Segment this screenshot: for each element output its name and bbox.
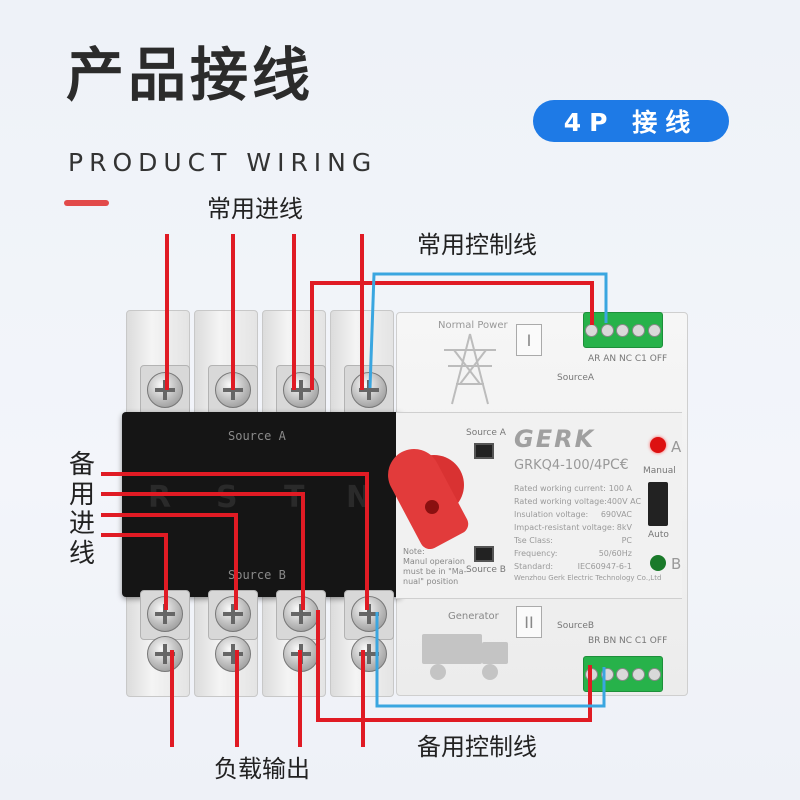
- backup-inlet-wire-s: [101, 513, 238, 610]
- spec-row: Rated working current:100 A: [514, 484, 632, 493]
- ce-mark: C€: [610, 457, 629, 473]
- backup-control-wire-red: [316, 610, 592, 722]
- model-number: GRKQ4-100/4P: [514, 458, 611, 473]
- screw-terminal[interactable]: [215, 636, 251, 672]
- auto-label: Auto: [648, 530, 669, 540]
- manual-label: Manual: [643, 466, 676, 476]
- page-title: 产品接线: [66, 41, 315, 109]
- knob-center: [425, 500, 439, 514]
- led-a-label: A: [671, 438, 682, 456]
- backup-control-label: 备用控制线: [417, 733, 537, 761]
- normal-inlet-label: 常用进线: [207, 195, 303, 223]
- spec-row: Insulation voltage:690VAC: [514, 510, 632, 519]
- load-output-label: 负载输出: [214, 755, 310, 783]
- backup-control-wire-blue: [375, 612, 606, 708]
- normal-control-label: 常用控制线: [417, 231, 537, 259]
- source-b-slot: [474, 546, 494, 562]
- screw-terminal[interactable]: [351, 636, 387, 672]
- manual-auto-toggle[interactable]: [648, 482, 668, 526]
- led-b-label: B: [671, 555, 682, 573]
- phase-s: S: [216, 480, 238, 515]
- terminal-a-label: SourceA: [557, 373, 595, 383]
- source-a-band-label: Source A: [228, 429, 286, 443]
- terminal-a-pins: AR AN NC C1 OFF: [588, 354, 668, 364]
- pole-cover: [122, 412, 402, 597]
- normal-control-wire-red: [310, 281, 594, 390]
- page-subtitle: PRODUCT WIRING: [68, 148, 378, 177]
- manual-note: Note:Manul operaion must be in "Ma-nual"…: [403, 547, 467, 586]
- terminal-b-pins: BR BN NC C1 OFF: [588, 636, 668, 646]
- backup-inlet-label: 备 用 进 线: [68, 450, 95, 569]
- backup-inlet-wire-r: [101, 533, 168, 610]
- spec-row: Frequency:50/60Hz: [514, 549, 632, 558]
- power-tower-icon: [444, 333, 496, 405]
- wiring-badge: 4P 接线: [533, 100, 729, 142]
- spec-row: Tse Class:PC: [514, 536, 632, 545]
- accent-dash: [64, 200, 109, 206]
- source-a-switch-label: Source A: [466, 428, 506, 438]
- normal-control-wire-blue: [368, 272, 608, 389]
- source-a-slot: [474, 443, 494, 459]
- source-2-indicator: II: [516, 606, 542, 638]
- generator-icon: [422, 634, 508, 680]
- spec-row: Impact-resistant voltage:8kV: [514, 523, 632, 532]
- control-terminal-a[interactable]: [583, 312, 663, 348]
- spec-row: Rated working voltage:400V AC: [514, 497, 642, 506]
- screw-terminal[interactable]: [215, 596, 251, 632]
- spec-table: Rated working current:100 A Rated working…: [514, 482, 642, 573]
- source-b-switch-label: Source B: [466, 565, 506, 575]
- normal-power-label: Normal Power: [438, 320, 508, 331]
- screw-terminal[interactable]: [147, 636, 183, 672]
- led-b: [650, 555, 666, 571]
- source-1-indicator: I: [516, 324, 542, 356]
- backup-inlet-wire-t: [101, 492, 305, 610]
- terminal-b-label: SourceB: [557, 621, 595, 631]
- spec-row: Standard:IEC60947-6-1: [514, 562, 632, 571]
- manufacturer: Wenzhou Gerk Electric Technology Co.,Ltd: [514, 574, 662, 582]
- phase-r: R: [148, 480, 172, 515]
- screw-terminal[interactable]: [283, 596, 319, 632]
- backup-inlet-wire-n: [101, 472, 369, 610]
- brand-logo: GERK: [514, 425, 596, 453]
- led-a: [650, 437, 666, 453]
- phase-t: T: [284, 480, 305, 515]
- source-b-band-label: Source B: [228, 568, 286, 582]
- generator-label: Generator: [448, 611, 499, 622]
